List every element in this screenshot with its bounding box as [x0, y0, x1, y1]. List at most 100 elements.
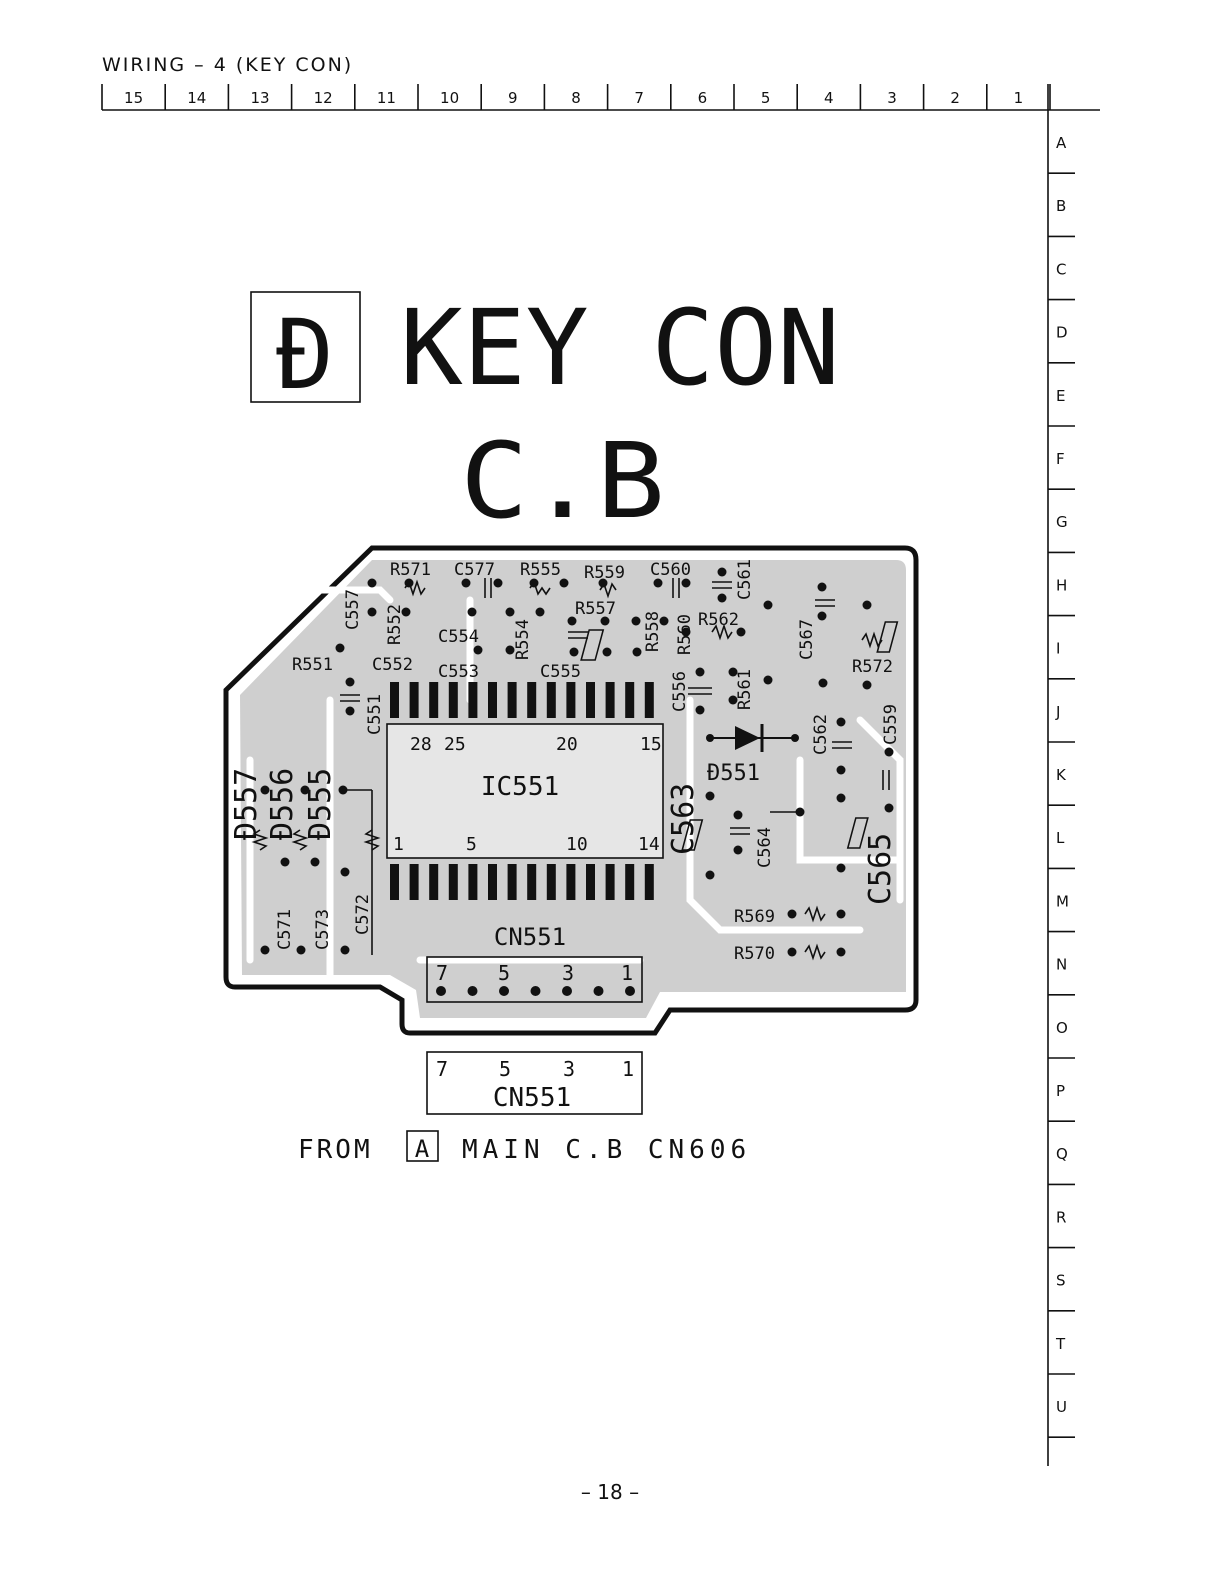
solder-pad — [338, 785, 348, 795]
solder-pad — [736, 627, 746, 637]
solder-pad — [787, 947, 797, 957]
ic-pin-label-10: 10 — [566, 834, 588, 855]
ic-pin — [625, 682, 635, 718]
component-label-c555: C555 — [540, 662, 581, 682]
ic-pin-label-5: 5 — [466, 834, 477, 855]
solder-pad — [695, 705, 705, 715]
ic-pin — [566, 682, 576, 718]
component-label-r562: R562 — [698, 610, 739, 630]
board-connector-label: CN551 — [494, 923, 566, 951]
ic-pin — [586, 864, 595, 900]
row-label: C — [1056, 260, 1066, 278]
solder-pad — [817, 582, 827, 592]
solder-pad — [631, 616, 641, 626]
grid-frame — [102, 84, 1100, 1466]
component-label-c556: C556 — [670, 671, 690, 712]
ic-pin — [605, 682, 615, 718]
ic-pin — [507, 682, 517, 718]
ic-pin — [488, 682, 497, 718]
board-connector-pads — [436, 986, 635, 996]
column-label: 1 — [1014, 89, 1024, 107]
ic-pin-row-bottom — [390, 864, 654, 900]
component-label-c564: C564 — [755, 827, 775, 868]
component-label-c572: C572 — [353, 894, 373, 935]
row-label: Q — [1056, 1145, 1068, 1163]
row-label: B — [1056, 197, 1066, 215]
solder-pad — [705, 870, 715, 880]
solder-pad — [795, 807, 805, 817]
column-label: 2 — [950, 89, 960, 107]
column-label: 12 — [314, 89, 333, 107]
board-connector-pin-3: 3 — [562, 961, 574, 985]
solder-pad — [493, 578, 503, 588]
row-label: H — [1056, 576, 1067, 594]
solder-pad — [345, 706, 355, 716]
board-title: Ð KEY CON C.B — [250, 287, 840, 542]
component-label-r571: R571 — [390, 560, 431, 580]
ic-pin — [448, 864, 458, 900]
solder-pad — [763, 675, 773, 685]
external-connector: 7 5 3 1 CN551 — [426, 1051, 643, 1115]
solder-pad — [260, 785, 270, 795]
solder-pad — [705, 791, 715, 801]
board-connector-pin-1: 1 — [621, 961, 633, 985]
row-label: O — [1056, 1019, 1068, 1037]
solder-pad — [862, 680, 872, 690]
ic-body — [386, 723, 664, 859]
ic-label: IC551 — [481, 772, 559, 802]
column-label: 8 — [571, 89, 581, 107]
solder-pad — [340, 945, 350, 955]
ic-pin-label-14: 14 — [638, 834, 660, 855]
column-label: 7 — [634, 89, 644, 107]
solder-pad — [310, 857, 320, 867]
column-label: 4 — [824, 89, 834, 107]
ic-pin — [644, 682, 654, 718]
row-label: P — [1056, 1082, 1065, 1100]
solder-pad — [681, 578, 691, 588]
solder-pad — [884, 747, 894, 757]
component-label-r554: R554 — [513, 619, 533, 660]
component-label-r572: R572 — [852, 657, 893, 677]
row-label: I — [1056, 640, 1060, 658]
solder-pad — [569, 647, 579, 657]
solder-pad — [818, 678, 828, 688]
component-label-c557: C557 — [343, 589, 363, 630]
solder-pad — [717, 593, 727, 603]
ic-pin — [625, 864, 635, 900]
solder-pad — [717, 567, 727, 577]
board-badge: Ð — [276, 299, 334, 411]
row-label: J — [1055, 703, 1060, 721]
component-label-c553: C553 — [438, 662, 479, 682]
ic-pin — [429, 864, 439, 900]
solder-pad — [728, 667, 738, 677]
ic-pin — [546, 682, 556, 718]
solder-pad — [467, 607, 477, 617]
solder-pad — [345, 677, 355, 687]
solder-pad — [401, 607, 411, 617]
ic-pin-label-25: 25 — [444, 734, 466, 755]
ic-pin — [409, 682, 419, 718]
from-note-prefix: FROM — [298, 1135, 373, 1165]
row-label: S — [1056, 1272, 1066, 1290]
component-label-d556: Ð556 — [265, 768, 300, 840]
page-number: – 18 – — [580, 1480, 640, 1504]
column-label: 6 — [698, 89, 708, 107]
column-label: 13 — [250, 89, 269, 107]
row-label: U — [1056, 1398, 1067, 1416]
component-label-c559: C559 — [881, 704, 901, 745]
ic-pin-label-1: 1 — [393, 834, 404, 855]
row-label: E — [1056, 387, 1065, 405]
solder-pad — [836, 909, 846, 919]
solder-pad — [695, 667, 705, 677]
board-connector-pin-5: 5 — [498, 961, 510, 985]
solder-pad — [787, 909, 797, 919]
column-label: 15 — [124, 89, 143, 107]
ic-pin — [390, 864, 399, 900]
component-label-r558: R558 — [643, 611, 663, 652]
solder-pad — [473, 645, 483, 655]
component-label-r561: R561 — [735, 669, 755, 710]
solder-pad — [728, 695, 738, 705]
solder-pad — [836, 947, 846, 957]
connector-pad — [499, 986, 509, 996]
row-label: K — [1056, 766, 1067, 784]
